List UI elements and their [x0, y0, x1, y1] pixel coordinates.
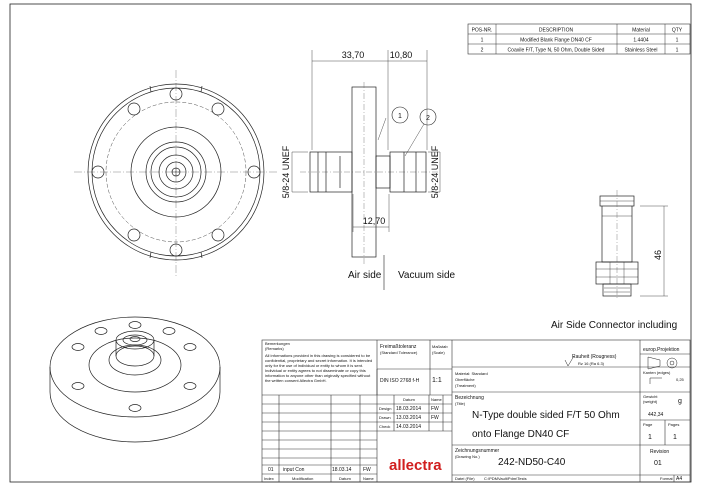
- remarks-text-line-5: information to anyone other than origina…: [265, 373, 371, 378]
- design-name: FW: [431, 406, 439, 412]
- file-value: C:\PDMVault\Pdm\Tests: [484, 476, 527, 481]
- remarks-text-line-4: Individual or entity agrees to not disse…: [265, 368, 366, 373]
- dimension-33-70: 33,70: [342, 50, 365, 60]
- projection-symbol-icon: [647, 356, 678, 370]
- date-header: Datum: [403, 397, 415, 402]
- parts-row-1-desc: Modified Blank Flange DN40 CF: [520, 38, 592, 44]
- check-date: 14.03.2014: [396, 424, 421, 430]
- surface-label: Oberfläche: [455, 377, 475, 382]
- weight-unit: g: [678, 398, 682, 405]
- tolerance-label: Freimaßtoleranz: [380, 344, 417, 350]
- remarks-label-en: (Remarks): [265, 346, 284, 351]
- design-date: 18.03.2014: [396, 406, 421, 412]
- thread-label-right: 5/8-24 UNEF: [430, 145, 440, 198]
- drawing-no-label: Zeichnungsnummer: [455, 448, 500, 454]
- projection-label: europ.Projektion: [643, 347, 680, 353]
- drawing-number: 242-ND50-C40: [498, 457, 566, 468]
- format-value: A4: [676, 476, 682, 482]
- thread-label-left: 5/8-24 UNEF: [281, 145, 291, 198]
- designation-label: Bezeichnung: [455, 395, 484, 401]
- flange-front-view: [74, 70, 278, 276]
- flange-side-view: [291, 50, 441, 290]
- drawing-title-line-1: N-Type double sided F/T 50 Ohm: [472, 410, 620, 421]
- edges-value: 0,25: [676, 377, 685, 382]
- tolerance-value: DIN ISO 2768 f-H: [380, 378, 420, 384]
- scale-label: Maßstab: [432, 344, 448, 349]
- revision-label: Revision: [650, 449, 669, 455]
- roughness-check-icon: [564, 355, 575, 367]
- check-label: Check: [379, 424, 390, 429]
- drawing-no-label-en: (Drawing No.): [455, 454, 480, 459]
- remarks-text-line-3: only for the use of individual or entity…: [265, 363, 363, 368]
- parts-row-1-qty: 1: [676, 38, 679, 44]
- roughness-value: Rz 16 (Ra 6.3): [578, 361, 605, 366]
- design-label: Design: [379, 406, 391, 411]
- remarks-text-line-1: All informations provided in this drawin…: [265, 353, 371, 358]
- parts-header-material: Material: [632, 28, 650, 34]
- parts-header-desc: DESCRIPTION: [539, 28, 574, 34]
- company-logo: allectra: [389, 457, 442, 474]
- revision-date: 18.03.14: [332, 467, 352, 473]
- edges-label: Kanten (edges): [643, 370, 671, 375]
- parts-row-2-material: Stainless Steel: [624, 48, 657, 54]
- file-label: Datei (File): [455, 476, 475, 481]
- revision-modification: input Con: [283, 467, 305, 473]
- tolerance-label-en: (Standard Tolerance): [380, 350, 418, 355]
- name-header: Name: [431, 397, 442, 402]
- drawn-date: 13.03.2014: [396, 415, 421, 421]
- parts-row-1-material: 1.4404: [633, 38, 649, 44]
- drawing-title-line-2: onto Flange DN40 CF: [472, 429, 569, 440]
- weight-label-en: (weight): [643, 399, 658, 404]
- treatment-label: (Treatment): [455, 383, 476, 388]
- title-block-text: Bemerkungen (Remarks) All informations p…: [264, 341, 685, 482]
- remarks-text-line-6: the written consent Allectra GmbH.: [265, 378, 327, 383]
- revision-modification-header: Modification: [292, 476, 313, 481]
- weight-value: 442,34: [648, 412, 664, 418]
- revision-name: FW: [363, 467, 371, 473]
- dimension-12-70: 12,70: [363, 216, 386, 226]
- connector-note: Air Side Connector including: [551, 320, 677, 331]
- designation-label-en: (Title): [455, 401, 466, 406]
- drawn-label: Drawn: [379, 415, 391, 420]
- format-label: Format: [660, 476, 674, 481]
- material-label: Material: Standard: [455, 371, 488, 376]
- connector-detail-view: [595, 190, 668, 300]
- roughness-label: Rauheit (Rougness): [572, 354, 617, 360]
- parts-header-pos: POS-NR.: [472, 28, 493, 34]
- weight-label: Gewicht: [643, 394, 658, 399]
- drawn-name: FW: [431, 415, 439, 421]
- pages-value: 1: [673, 434, 677, 441]
- remarks-text-line-2: confidential, proprietary and secret inf…: [265, 358, 372, 363]
- scale-value: 1:1: [432, 377, 442, 384]
- page-value: 1: [648, 434, 652, 441]
- revision-index-header: Index: [264, 476, 274, 481]
- flange-isometric-view: [49, 316, 221, 443]
- parts-row-2-pos: 2: [481, 48, 484, 54]
- revision-value: 01: [654, 460, 662, 467]
- title-block: [261, 339, 691, 483]
- dimension-10-80: 10,80: [390, 50, 413, 60]
- dimension-46: 46: [653, 250, 663, 260]
- parts-header-qty: QTY: [672, 28, 683, 34]
- edges-symbol-icon: [649, 377, 662, 384]
- parts-list-table: POS-NR. DESCRIPTION Material QTY 1 Modif…: [467, 23, 691, 55]
- revision-index: 01: [268, 467, 274, 473]
- air-side-label: Air side: [348, 270, 382, 281]
- parts-row-1-pos: 1: [481, 38, 484, 44]
- remarks-label: Bemerkungen: [265, 341, 290, 346]
- revision-date-header: Datum: [339, 476, 351, 481]
- balloon-1-label: 1: [398, 113, 402, 120]
- vacuum-side-label: Vacuum side: [398, 270, 456, 281]
- parts-row-2-desc: Coaxile F/T, Type N, 50 Ohm, Double Side…: [508, 48, 605, 54]
- scale-label-en: (Scale): [432, 350, 445, 355]
- revision-name-header: Name: [363, 476, 374, 481]
- parts-row-2-qty: 1: [676, 48, 679, 54]
- pages-label: Pages: [668, 422, 679, 427]
- page-label: Page: [643, 422, 653, 427]
- balloon-2-label: 2: [426, 115, 430, 122]
